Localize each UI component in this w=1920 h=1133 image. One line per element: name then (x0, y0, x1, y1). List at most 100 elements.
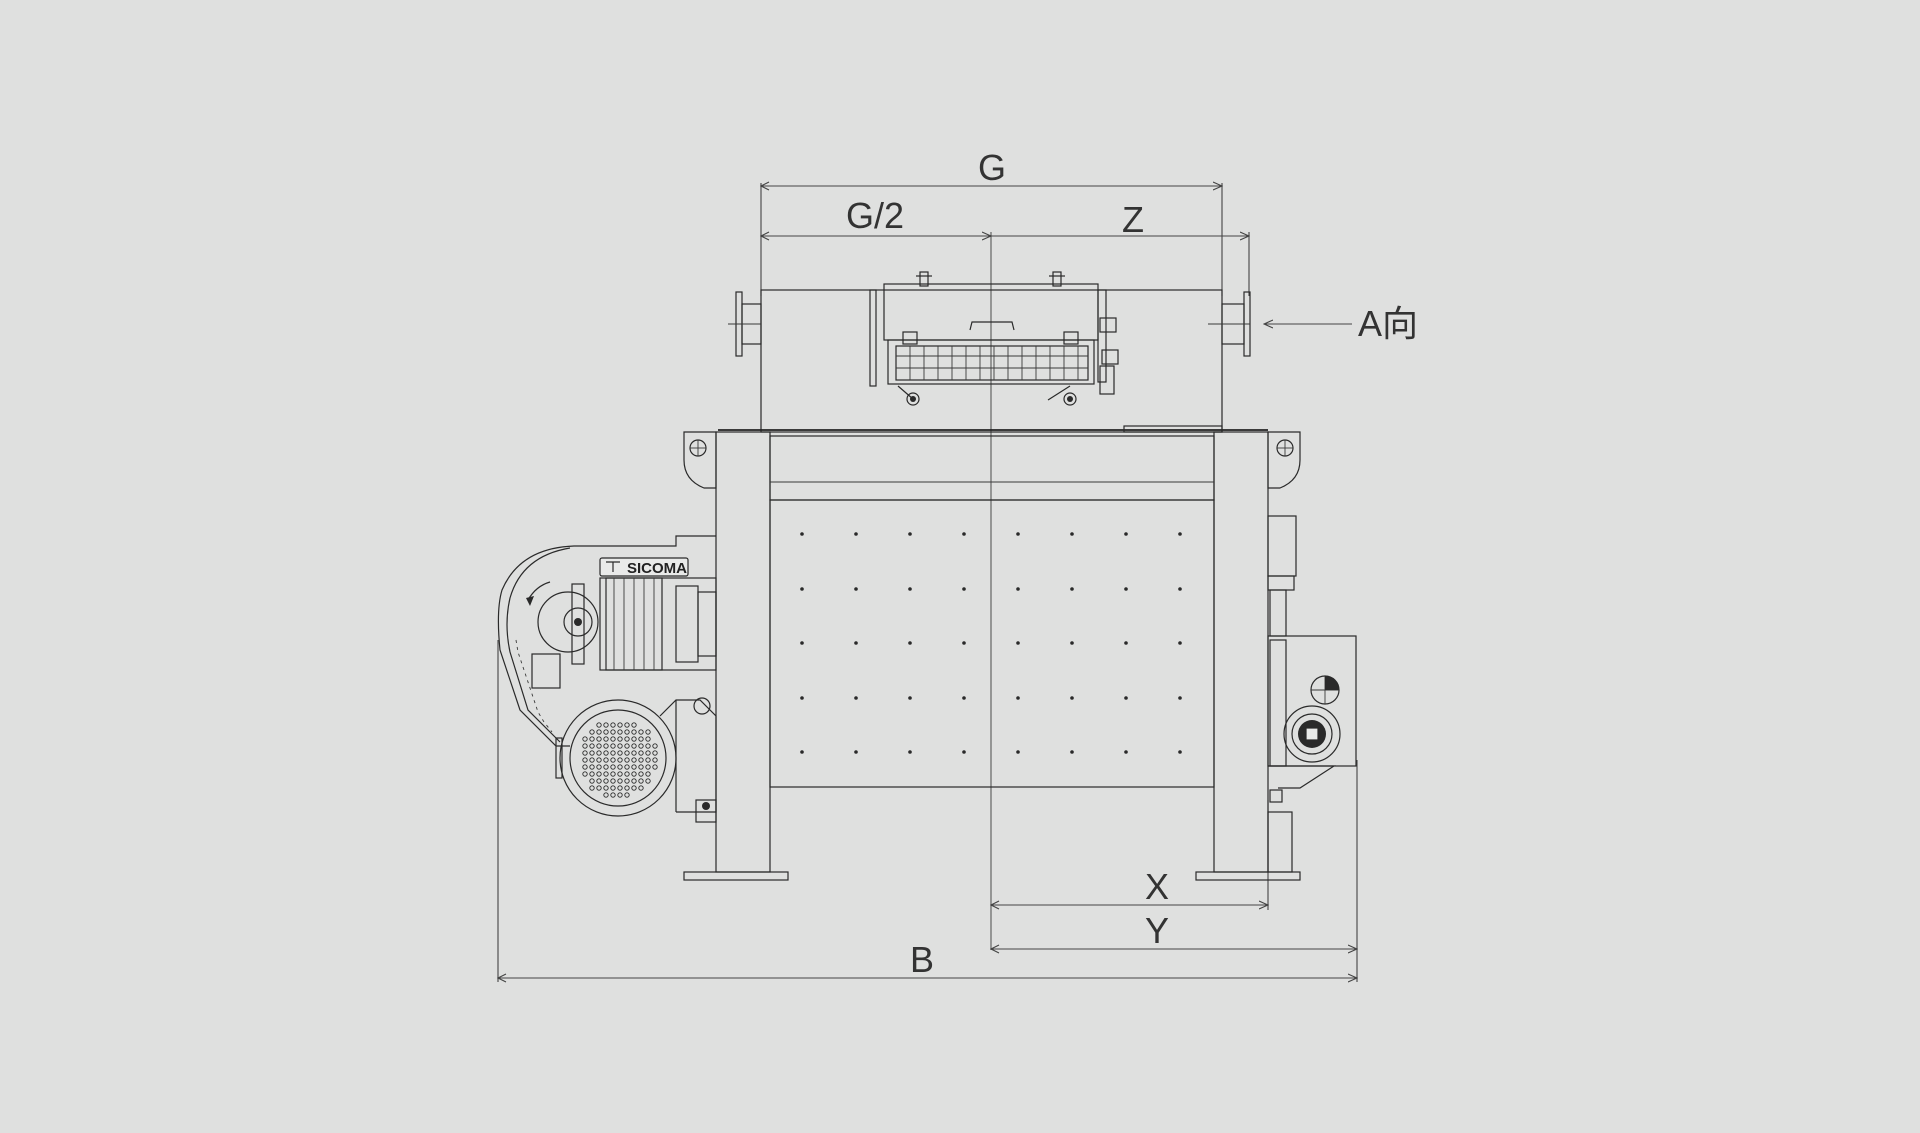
grille-hole (589, 771, 595, 777)
grille-hole (624, 743, 630, 749)
bolt-dot (1016, 696, 1020, 700)
grille-hole (603, 764, 609, 770)
grille-hole (638, 736, 644, 742)
bolt-pattern (800, 532, 1182, 754)
bolt-dot (800, 641, 804, 645)
grille-hole (596, 778, 602, 784)
grille-hole (624, 757, 630, 763)
grille-hole (631, 757, 637, 763)
grille-hole (596, 736, 602, 742)
bolt-dot (854, 641, 858, 645)
bolt-dot (1124, 532, 1128, 536)
grille-hole (624, 792, 630, 798)
grille-hole (631, 764, 637, 770)
grille-hole (631, 729, 637, 735)
grille-hole (589, 729, 595, 735)
bolt-dot (1178, 532, 1182, 536)
grille-hole (617, 757, 623, 763)
grille-hole (617, 764, 623, 770)
grille-hole (610, 785, 616, 791)
bolt-dot (854, 587, 858, 591)
bolt-dot (1016, 532, 1020, 536)
bolt-dot (800, 532, 804, 536)
grille-hole (645, 736, 651, 742)
grille-hole (596, 757, 602, 763)
bolt-dot (1178, 587, 1182, 591)
bolt-dot (908, 641, 912, 645)
grille-hole (631, 736, 637, 742)
grille-hole (610, 750, 616, 756)
bolt-dot (908, 750, 912, 754)
grille-hole (596, 743, 602, 749)
grille-hole (617, 750, 623, 756)
grille-hole (603, 750, 609, 756)
grille-hole (596, 785, 602, 791)
grille-hole (638, 778, 644, 784)
bolt-dot (800, 587, 804, 591)
grille-hole (617, 736, 623, 742)
bolt-dot (1178, 750, 1182, 754)
bolt-dot (1070, 641, 1074, 645)
grille-hole (603, 722, 609, 728)
bolt-dot (854, 532, 858, 536)
hatch-grid (896, 346, 1088, 380)
bolt-dot (908, 587, 912, 591)
grille-hole (631, 771, 637, 777)
bolt-dot (854, 750, 858, 754)
grille-hole (631, 750, 637, 756)
grille-hole (652, 750, 658, 756)
bolt-dot (908, 696, 912, 700)
grille-hole (645, 750, 651, 756)
grille-hole (624, 750, 630, 756)
grille-hole (582, 743, 588, 749)
grille-hole (638, 750, 644, 756)
view-direction-label: A向 (1358, 303, 1418, 344)
grille-hole (610, 729, 616, 735)
grille-hole (645, 729, 651, 735)
grille-hole (589, 764, 595, 770)
grille-hole (631, 785, 637, 791)
grille-hole (603, 771, 609, 777)
grille-hole (645, 778, 651, 784)
grille-hole (610, 792, 616, 798)
grille-hole (645, 743, 651, 749)
bolt-dot (1124, 750, 1128, 754)
grille-hole (582, 771, 588, 777)
bolt-dot (1016, 641, 1020, 645)
grille-hole (589, 750, 595, 756)
brand-logo-text: SICOMA (627, 560, 687, 577)
grille-hole (610, 743, 616, 749)
grille-hole (610, 771, 616, 777)
bolt-dot (800, 750, 804, 754)
grille-hole (603, 736, 609, 742)
grille-hole (603, 792, 609, 798)
dimension-label-g: G (978, 147, 1006, 188)
grille-hole (610, 757, 616, 763)
grille-hole (617, 743, 623, 749)
grille-hole (645, 757, 651, 763)
grille-hole (610, 722, 616, 728)
bolt-dot (962, 750, 966, 754)
grille-hole (617, 729, 623, 735)
grille-hole (596, 722, 602, 728)
grille-hole (582, 736, 588, 742)
grille-hole (638, 757, 644, 763)
dimension-label-y: Y (1145, 910, 1169, 951)
bolt-dot (1178, 696, 1182, 700)
motor-fan-grille (582, 722, 658, 798)
grille-hole (596, 764, 602, 770)
grille-hole (645, 771, 651, 777)
grille-hole (645, 764, 651, 770)
grille-hole (631, 722, 637, 728)
grille-hole (638, 785, 644, 791)
grille-hole (617, 722, 623, 728)
grille-hole (638, 729, 644, 735)
grille-hole (589, 736, 595, 742)
bolt-dot (1070, 696, 1074, 700)
bolt-dot (1016, 750, 1020, 754)
grille-hole (652, 743, 658, 749)
bolt-dot (962, 696, 966, 700)
bolt-dot (962, 587, 966, 591)
dimension-label-x: X (1145, 866, 1169, 907)
